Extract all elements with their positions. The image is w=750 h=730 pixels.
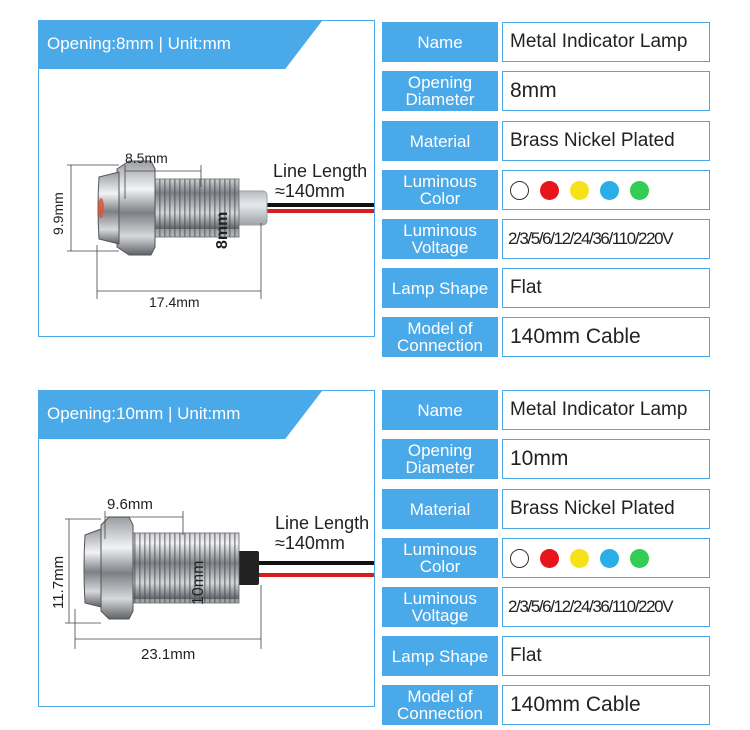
spec-row-name: Name Metal Indicator Lamp [382,22,710,62]
panel-banner: Opening:10mm | Unit:mm [39,391,322,439]
dim-side: 9.9mm [50,192,66,235]
white-color-dot [510,548,529,568]
spec-label: Luminous Voltage [382,587,498,627]
spec-label: Opening Diameter [382,439,498,479]
spec-value: Metal Indicator Lamp [502,390,710,430]
line-length-value: ≈140mm [275,533,345,553]
spec-label: Opening Diameter [382,71,498,111]
yellow-color-dot [570,548,589,568]
spec-label: Name [382,22,498,62]
spec-value: 140mm Cable [502,685,710,725]
thread-body [138,178,240,238]
spec-label: Model of Connection [382,685,498,725]
hex-nut [100,516,134,620]
black-wire [253,561,374,565]
spec-row-opening: Opening Diameter 10mm [382,439,710,479]
blue-color-dot [600,548,619,568]
spec-value: Metal Indicator Lamp [502,22,710,62]
green-color-dot [630,180,649,200]
spec-label: Model of Connection [382,317,498,357]
banner-text: Opening:8mm | Unit:mm [47,34,231,53]
red-wire [253,573,374,577]
dim-thread: 8mm [214,212,231,249]
dim-bottom: 23.1mm [141,646,195,663]
thread-body [128,532,240,604]
spec-row-voltage: Luminous Voltage 2/3/5/6/12/24/36/110/22… [382,219,710,259]
spec-row-voltage: Luminous Voltage 2/3/5/6/12/24/36/110/22… [382,587,710,627]
color-swatches [502,538,710,578]
white-color-dot [510,180,529,200]
spec-label: Material [382,489,498,529]
spec-label: Lamp Shape [382,636,498,676]
spec-row-shape: Lamp Shape Flat [382,636,710,676]
red-color-dot [540,548,559,568]
product-panel-8mm: Opening:8mm | Unit:mm [38,20,375,337]
line-length-value: ≈140mm [275,181,345,201]
spec-row-name: Name Metal Indicator Lamp [382,390,710,430]
wire-sleeve [234,190,268,226]
line-length-label: Line Length [275,513,369,533]
dim-thread: 10mm [190,561,207,605]
hex-nut [116,160,156,256]
panel-banner: Opening:8mm | Unit:mm [39,21,322,69]
spec-value: 2/3/5/6/12/24/36/110/220V [502,587,710,627]
green-color-dot [630,548,649,568]
dim-bottom: 17.4mm [149,294,200,310]
spec-value: 140mm Cable [502,317,710,357]
spec-row-connection: Model of Connection 140mm Cable [382,317,710,357]
spec-label: Luminous Color [382,538,498,578]
spec-row-material: Material Brass Nickel Plated [382,489,710,529]
black-wire [264,203,374,207]
lamp-drawing-8mm: 8.5mm 9.9mm 8mm 17.4mm Line Length ≈140m… [50,150,374,310]
red-color-dot [540,180,559,200]
spec-value: 8mm [502,71,710,111]
color-swatches [502,170,710,210]
spec-row-connection: Model of Connection 140mm Cable [382,685,710,725]
dim-top: 9.6mm [107,496,153,513]
lens-glow [98,198,104,218]
spec-value: 10mm [502,439,710,479]
lamp-head [83,528,102,608]
spec-value: Flat [502,636,710,676]
lamp-head [97,171,120,245]
lamp-drawing-10mm: 9.6mm 11.7mm 10mm 23.1mm Line Length ≈14… [50,496,374,663]
yellow-color-dot [570,180,589,200]
spec-row-color: Luminous Color [382,170,710,210]
spec-label: Name [382,390,498,430]
product-panel-10mm: Opening:10mm | Unit:mm [38,390,375,707]
spec-label: Lamp Shape [382,268,498,308]
dim-top: 8.5mm [125,150,168,166]
spec-row-material: Material Brass Nickel Plated [382,121,710,161]
spec-value: Flat [502,268,710,308]
spec-label: Luminous Color [382,170,498,210]
spec-value: Brass Nickel Plated [502,121,710,161]
spec-row-opening: Opening Diameter 8mm [382,71,710,111]
spec-row-color: Luminous Color [382,538,710,578]
spec-value: Brass Nickel Plated [502,489,710,529]
blue-color-dot [600,180,619,200]
spec-row-shape: Lamp Shape Flat [382,268,710,308]
spec-label: Luminous Voltage [382,219,498,259]
line-length-label: Line Length [273,161,367,181]
banner-text: Opening:10mm | Unit:mm [47,404,241,423]
spec-value: 2/3/5/6/12/24/36/110/220V [502,219,710,259]
spec-label: Material [382,121,498,161]
red-wire [264,209,374,213]
dim-side: 11.7mm [50,556,67,609]
wire-plug [235,551,259,585]
